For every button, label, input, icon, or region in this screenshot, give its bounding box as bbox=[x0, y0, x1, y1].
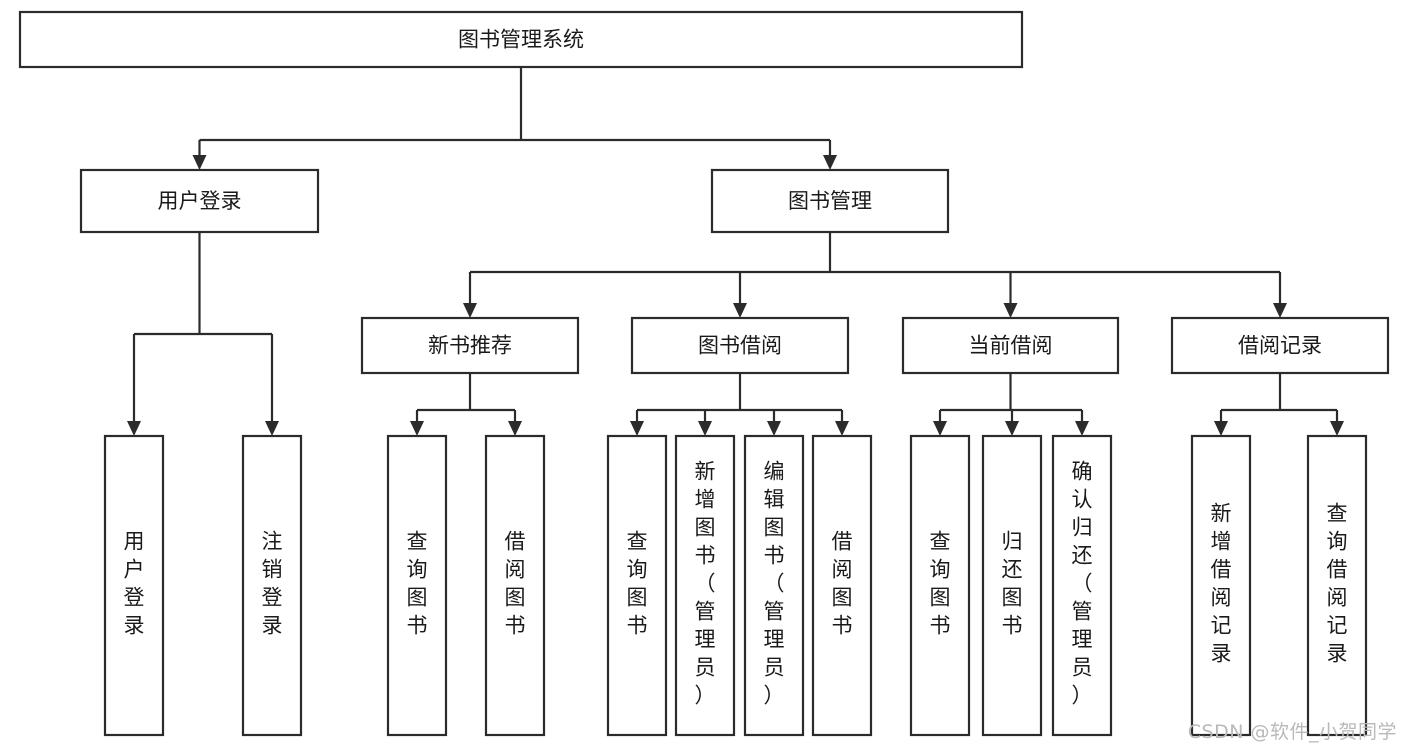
edge-mgmt-借阅记录-3-arrowhead bbox=[1273, 303, 1287, 318]
node-leaf-查询图书-8-rect[interactable] bbox=[909, 434, 971, 737]
node-leaf-注销登录-1-label: 注销登录 bbox=[262, 530, 283, 638]
edge-root-图书管理-1-arrowhead bbox=[823, 155, 837, 170]
node-leaf-查询图书-4[interactable]: 查询图书 bbox=[606, 434, 668, 737]
node-leaf-注销登录-1[interactable]: 注销登录 bbox=[241, 434, 303, 737]
edge-当前借阅-归还图书-1-arrowhead bbox=[1005, 421, 1019, 436]
edge-当前借阅-查询图书-0-arrowhead bbox=[933, 421, 947, 436]
node-leaf-新增借阅记录-11-rect[interactable] bbox=[1190, 434, 1252, 737]
node-leaf-查询图书-8[interactable]: 查询图书 bbox=[909, 434, 971, 737]
node-leaf-查询图书-2-label: 查询图书 bbox=[407, 530, 428, 638]
node-leaf-借阅图书-7[interactable]: 借阅图书 bbox=[811, 434, 873, 737]
edge-图书借阅-查询图书-0-arrowhead bbox=[630, 421, 644, 436]
node-leaf-查询图书-8-label: 查询图书 bbox=[930, 530, 951, 638]
node-leaf-确认归还管理员-10[interactable]: 确认归还（管理员） bbox=[1051, 434, 1113, 737]
node-l3-图书借阅[interactable]: 图书借阅 bbox=[630, 316, 850, 375]
node-l3-新书推荐[interactable]: 新书推荐 bbox=[360, 316, 580, 375]
node-l2-用户登录-rect[interactable] bbox=[79, 168, 320, 234]
node-l2-图书管理-label: 图书管理 bbox=[788, 189, 872, 213]
edge-mgmt-图书借阅-1-arrowhead bbox=[733, 303, 747, 318]
node-leaf-查询图书-4-label: 查询图书 bbox=[627, 530, 648, 638]
edge-借阅记录-新增借阅记录-0-arrowhead bbox=[1214, 421, 1228, 436]
node-leaf-新增图书管理员-5[interactable]: 新增图书（管理员） bbox=[674, 434, 736, 737]
node-l3-当前借阅-label: 当前借阅 bbox=[969, 334, 1053, 358]
node-leaf-查询借阅记录-12[interactable]: 查询借阅记录 bbox=[1306, 434, 1368, 737]
edge-用户登录-注销登录-1-arrowhead bbox=[265, 421, 279, 436]
node-l2-用户登录[interactable]: 用户登录 bbox=[79, 168, 320, 234]
node-l3-借阅记录-label: 借阅记录 bbox=[1238, 334, 1322, 358]
csdn-watermark: CSDN @软件_小贺同学 bbox=[1187, 721, 1397, 743]
node-l3-新书推荐-rect[interactable] bbox=[360, 316, 580, 375]
node-l3-当前借阅[interactable]: 当前借阅 bbox=[901, 316, 1120, 375]
edge-图书借阅-借阅图书-3-arrowhead bbox=[835, 421, 849, 436]
node-leaf-确认归还管理员-10-label: 确认归还（管理员） bbox=[1072, 460, 1093, 708]
edge-当前借阅-确认归还管理员-2-arrowhead bbox=[1075, 421, 1089, 436]
node-l3-借阅记录-rect[interactable] bbox=[1170, 316, 1390, 375]
node-leaf-借阅图书-3-label: 借阅图书 bbox=[505, 530, 526, 638]
node-leaf-新增借阅记录-11-label: 新增借阅记录 bbox=[1211, 502, 1232, 666]
edge-新书推荐-查询图书-0-arrowhead bbox=[410, 421, 424, 436]
node-leaf-借阅图书-7-rect[interactable] bbox=[811, 434, 873, 737]
node-leaf-借阅图书-7-label: 借阅图书 bbox=[832, 530, 853, 638]
node-leaf-查询图书-2[interactable]: 查询图书 bbox=[386, 434, 448, 737]
node-leaf-借阅图书-3[interactable]: 借阅图书 bbox=[484, 434, 546, 737]
node-l2-用户登录-label: 用户登录 bbox=[158, 189, 242, 213]
node-leaf-确认归还管理员-10-rect[interactable] bbox=[1051, 434, 1113, 737]
node-leaf-编辑图书管理员-6-label: 编辑图书（管理员） bbox=[764, 460, 785, 708]
node-leaf-编辑图书管理员-6[interactable]: 编辑图书（管理员） bbox=[743, 434, 805, 737]
node-leaf-编辑图书管理员-6-rect[interactable] bbox=[743, 434, 805, 737]
node-leaf-查询借阅记录-12-label: 查询借阅记录 bbox=[1327, 502, 1348, 666]
node-leaf-用户登录-0-rect[interactable] bbox=[103, 434, 165, 737]
node-l3-图书借阅-rect[interactable] bbox=[630, 316, 850, 375]
edge-用户登录-用户登录-0-arrowhead bbox=[127, 421, 141, 436]
edge-root-用户登录-0-arrowhead bbox=[192, 155, 207, 170]
connectors-layer bbox=[127, 67, 1344, 436]
node-leaf-新增图书管理员-5-rect[interactable] bbox=[674, 434, 736, 737]
node-leaf-查询图书-2-rect[interactable] bbox=[386, 434, 448, 737]
edge-mgmt-新书推荐-0-arrowhead bbox=[463, 303, 477, 318]
edge-图书借阅-编辑图书管理员-2-arrowhead bbox=[767, 421, 781, 436]
node-leaf-归还图书-9-rect[interactable] bbox=[981, 434, 1043, 737]
node-l2-图书管理[interactable]: 图书管理 bbox=[710, 168, 950, 234]
edge-借阅记录-查询借阅记录-1-arrowhead bbox=[1330, 421, 1344, 436]
node-root-图书管理系统-label: 图书管理系统 bbox=[458, 28, 584, 52]
node-leaf-查询借阅记录-12-rect[interactable] bbox=[1306, 434, 1368, 737]
node-leaf-归还图书-9-label: 归还图书 bbox=[1002, 530, 1023, 638]
edge-图书借阅-新增图书管理员-1-arrowhead bbox=[698, 421, 712, 436]
node-l3-借阅记录[interactable]: 借阅记录 bbox=[1170, 316, 1390, 375]
node-root-图书管理系统-rect[interactable] bbox=[18, 10, 1024, 69]
boxes-layer: 图书管理系统用户登录图书管理新书推荐图书借阅当前借阅借阅记录用户登录注销登录查询… bbox=[18, 10, 1390, 737]
node-l2-图书管理-rect[interactable] bbox=[710, 168, 950, 234]
edge-mgmt-当前借阅-2-arrowhead bbox=[1003, 303, 1018, 318]
node-l3-当前借阅-rect[interactable] bbox=[901, 316, 1120, 375]
node-leaf-归还图书-9[interactable]: 归还图书 bbox=[981, 434, 1043, 737]
node-l3-新书推荐-label: 新书推荐 bbox=[428, 334, 512, 358]
node-leaf-新增借阅记录-11[interactable]: 新增借阅记录 bbox=[1190, 434, 1252, 737]
node-leaf-查询图书-4-rect[interactable] bbox=[606, 434, 668, 737]
node-leaf-用户登录-0[interactable]: 用户登录 bbox=[103, 434, 165, 737]
node-leaf-新增图书管理员-5-label: 新增图书（管理员） bbox=[695, 460, 716, 708]
edge-新书推荐-借阅图书-1-arrowhead bbox=[508, 421, 522, 436]
node-leaf-用户登录-0-label: 用户登录 bbox=[124, 530, 145, 638]
node-leaf-借阅图书-3-rect[interactable] bbox=[484, 434, 546, 737]
node-root-图书管理系统[interactable]: 图书管理系统 bbox=[18, 10, 1024, 69]
node-l3-图书借阅-label: 图书借阅 bbox=[698, 334, 782, 358]
node-leaf-注销登录-1-rect[interactable] bbox=[241, 434, 303, 737]
